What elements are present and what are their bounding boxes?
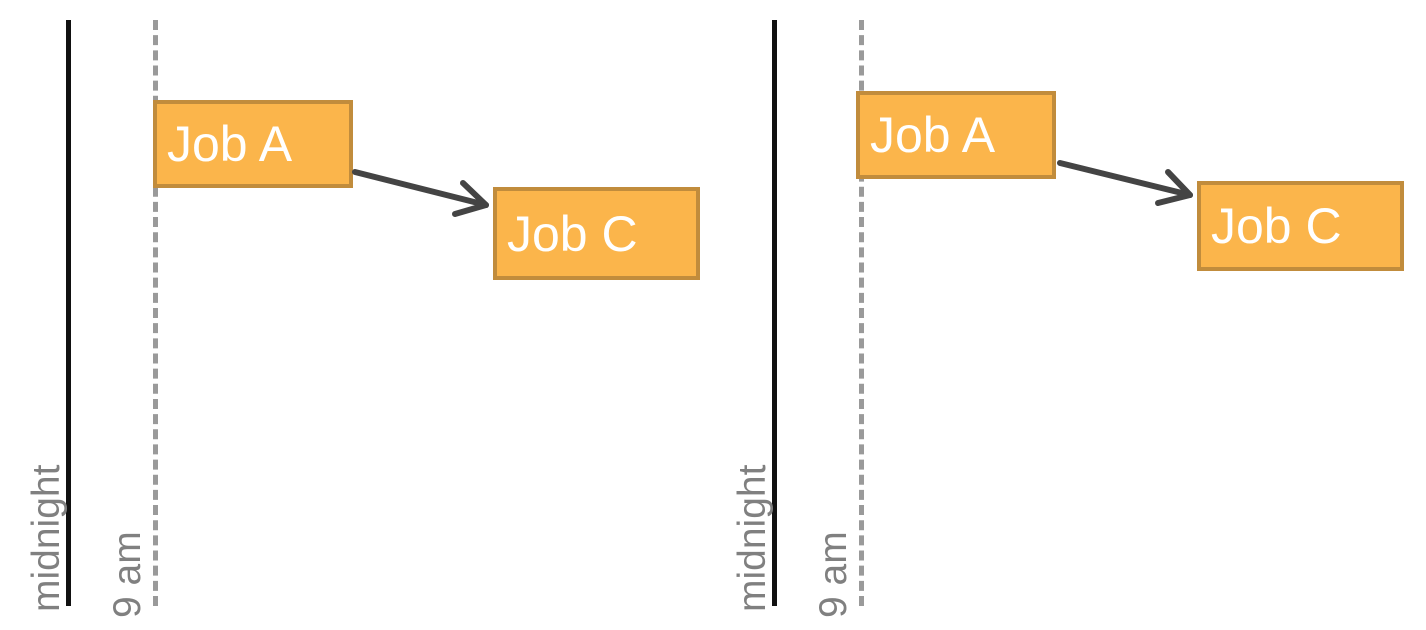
- job-a-box[interactable]: Job A: [856, 91, 1056, 179]
- job-c-label: Job C: [1211, 198, 1342, 254]
- job-a-box[interactable]: Job A: [153, 100, 353, 188]
- dependency-arrow: [352, 169, 489, 217]
- job-a-label: Job A: [870, 107, 996, 163]
- job-c-label: Job C: [507, 205, 638, 262]
- midnight-line: [772, 20, 777, 606]
- dependency-arrow: [1057, 160, 1193, 206]
- schedule-panel-left: midnight 9 am Job A Job C: [25, 20, 700, 618]
- midnight-line: [66, 20, 71, 606]
- nine-am-line: [859, 20, 864, 606]
- job-c-box[interactable]: Job C: [1197, 181, 1404, 271]
- schedule-panel-right: midnight 9 am Job A Job C: [706, 0, 1419, 630]
- job-c-box[interactable]: Job C: [493, 187, 700, 280]
- job-a-label: Job A: [167, 116, 293, 172]
- nine-am-line: [153, 20, 158, 606]
